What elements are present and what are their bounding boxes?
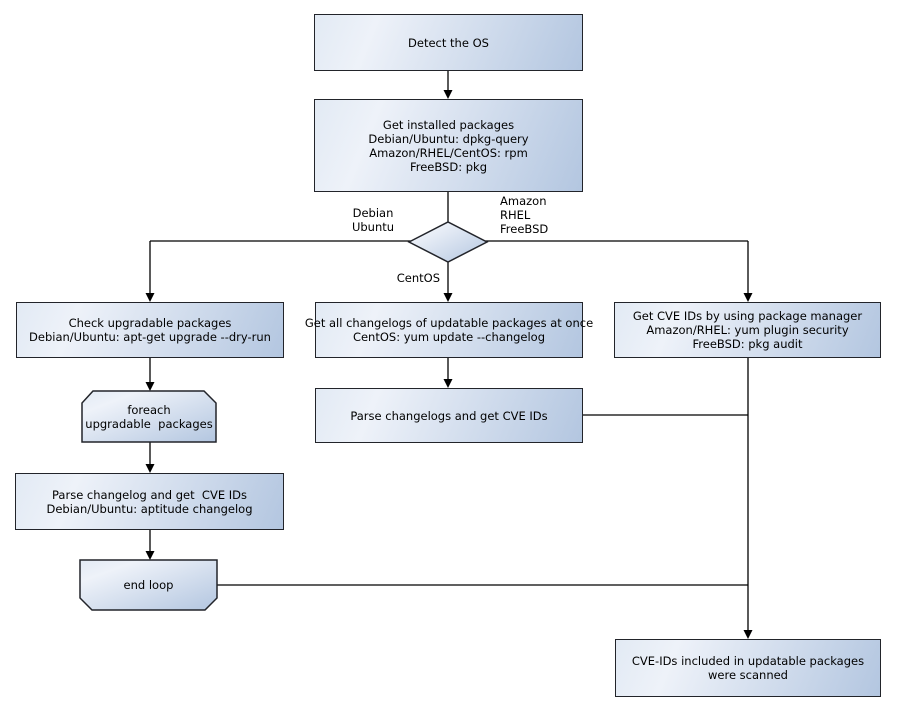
node-get-installed-packages: Get installed packages Debian/Ubuntu: dp… (314, 99, 583, 192)
loop-end-shape (79, 559, 218, 611)
node-text: Get installed packages (382, 117, 515, 132)
node-text: Debian/Ubuntu: dpkg-query (368, 131, 529, 146)
arrowhead (145, 293, 155, 302)
edge-label-text: Debian (352, 206, 394, 220)
arrowhead (443, 90, 453, 99)
loop-start-shape (81, 390, 217, 443)
node-parse-changelog-debian: Parse changelog and get CVE IDs Debian/U… (15, 473, 284, 530)
node-foreach-loop-start: foreach upgradable packages (82, 391, 216, 442)
node-text: end loop (123, 578, 174, 592)
edge-label-text: Amazon (500, 194, 547, 208)
edge-label-text: RHEL (500, 208, 531, 222)
edge-label-text: FreeBSD (500, 222, 549, 236)
node-text: Amazon/RHEL: yum plugin security (646, 323, 849, 337)
node-parse-changelogs-centos: Parse changelogs and get CVE IDs (315, 388, 583, 443)
node-text: were scanned (707, 668, 788, 682)
node-text: Get CVE IDs by using package manager (632, 309, 863, 323)
arrowhead (743, 630, 753, 639)
arrowhead (443, 379, 453, 388)
node-get-all-changelogs: Get all changelogs of updatable packages… (305, 302, 593, 358)
arrowhead (145, 464, 155, 473)
edge-label-text: Ubuntu (351, 220, 395, 234)
node-text: FreeBSD: pkg (409, 159, 488, 174)
node-text: Parse changelog and get CVE IDs (52, 487, 247, 502)
node-text: upgradable packages (85, 416, 213, 431)
node-text: Debian/Ubuntu: apt-get upgrade --dry-run (29, 330, 271, 344)
decision-diamond (407, 221, 489, 263)
label-branch-amazon-rhel-freebsd: Amazon RHEL FreeBSD (500, 194, 548, 236)
arrowhead (145, 551, 155, 560)
node-result-cve-ids-scanned: CVE-IDs included in updatable packages w… (615, 639, 881, 697)
node-text: FreeBSD: pkg audit (692, 337, 803, 351)
node-end-loop: end loop (80, 560, 217, 610)
arrowhead (145, 382, 155, 391)
node-text: Parse changelogs and get CVE IDs (350, 408, 548, 423)
node-detect-os: Detect the OS (314, 14, 583, 71)
arrowhead (743, 293, 753, 302)
arrowhead (443, 293, 453, 302)
node-text: Debian/Ubuntu: aptitude changelog (46, 501, 253, 516)
node-text: CVE-IDs included in updatable packages (631, 654, 865, 668)
edge-label-text: CentOS (396, 271, 440, 285)
node-check-upgradable-packages: Check upgradable packages Debian/Ubuntu:… (16, 302, 284, 358)
node-get-cve-ids-pkg-manager: Get CVE IDs by using package manager Ama… (614, 302, 881, 358)
label-branch-debian-ubuntu: Debian Ubuntu (346, 206, 400, 234)
node-text: Detect the OS (408, 35, 489, 50)
node-text: Get all changelogs of updatable packages… (304, 316, 594, 330)
node-text: Amazon/RHEL/CentOS: rpm (369, 145, 528, 160)
node-text: CentOS: yum update --changelog (352, 330, 546, 344)
label-branch-centos: CentOS (392, 271, 440, 285)
node-text: Check upgradable packages (68, 316, 232, 330)
node-text: foreach (127, 402, 171, 417)
